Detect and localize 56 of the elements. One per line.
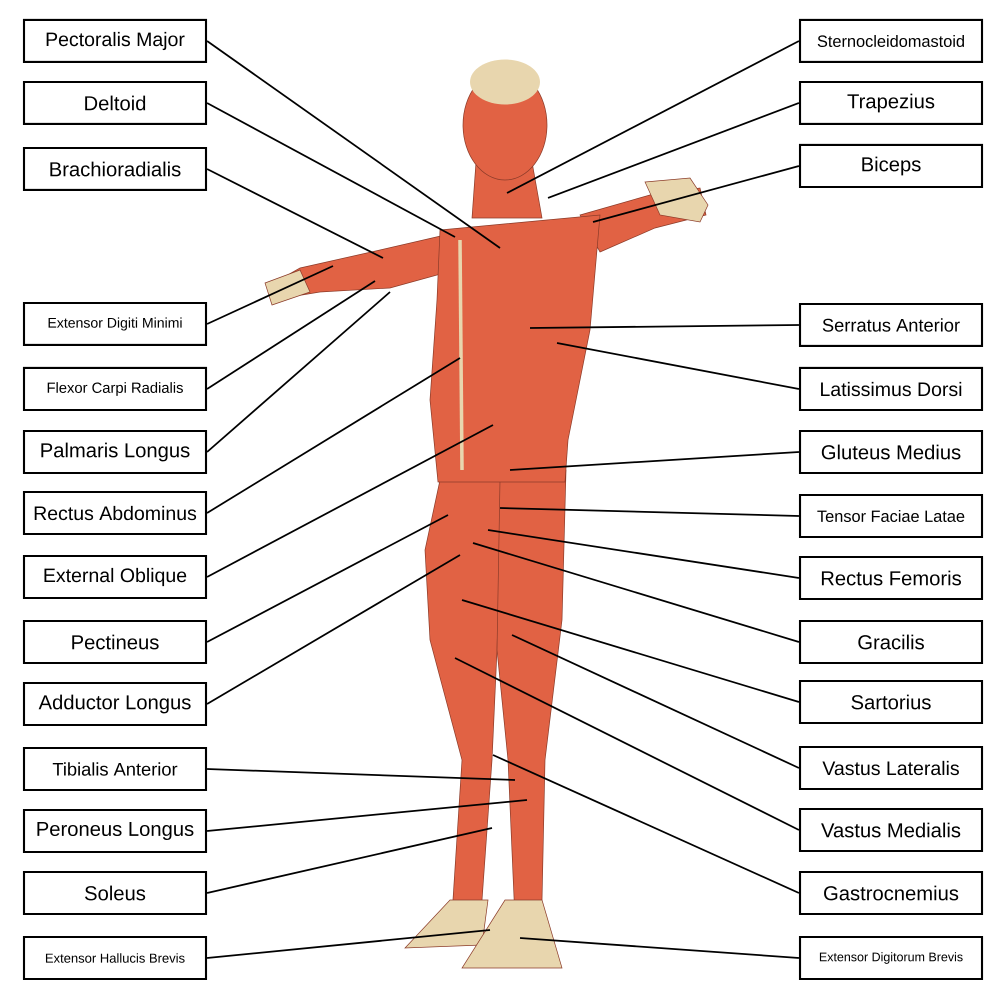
label-box: Gastrocnemius [798, 870, 984, 916]
leader-line [206, 291, 391, 453]
label-box: Tibialis Anterior [22, 746, 208, 792]
label-box: Tensor Faciae Latae [798, 494, 984, 538]
leader-line [206, 554, 460, 705]
label-box: Extensor Digiti Minimi [22, 302, 208, 346]
label-box: Brachioradialis [22, 146, 208, 192]
leader-line [206, 40, 501, 249]
label-box: Peroneus Longus [22, 808, 208, 854]
leader-line [548, 102, 800, 199]
leader-line [500, 507, 799, 517]
label-box: Trapezius [798, 80, 984, 126]
label-box: Extensor Digitorum Brevis [798, 936, 984, 980]
leader-line [206, 102, 456, 238]
leader-line [506, 40, 800, 194]
leader-line [206, 827, 492, 894]
label-box: Pectoralis Major [22, 18, 208, 64]
label-box: Soleus [22, 870, 208, 916]
label-box: Pectineus [22, 620, 208, 664]
leader-line [206, 265, 334, 325]
leader-line [510, 451, 800, 471]
leader-line [207, 768, 516, 781]
label-box: Rectus Abdominus [22, 490, 208, 536]
label-box: External Oblique [22, 554, 208, 600]
leader-line [462, 599, 800, 703]
leader-line [592, 165, 800, 223]
label-box: Palmaris Longus [22, 430, 208, 474]
label-box: Latissimus Dorsi [798, 366, 984, 412]
leader-line [492, 754, 800, 894]
leader-line [206, 357, 460, 514]
leader-line [206, 929, 490, 959]
label-box: Extensor Hallucis Brevis [22, 936, 208, 980]
label-box: Gluteus Medius [798, 430, 984, 474]
label-box: Rectus Femoris [798, 556, 984, 600]
leader-line [206, 424, 494, 578]
label-box: Adductor Longus [22, 682, 208, 726]
leader-line [454, 657, 800, 831]
leader-line [206, 280, 376, 390]
label-box: Vastus Medialis [798, 808, 984, 852]
label-box: Vastus Lateralis [798, 746, 984, 790]
leader-line [472, 542, 800, 643]
label-box: Serratus Anterior [798, 302, 984, 348]
label-box: Sternocleidomastoid [798, 18, 984, 64]
leader-line [520, 937, 800, 959]
leader-line [206, 514, 448, 643]
label-box: Sartorius [798, 680, 984, 724]
leader-line [206, 168, 384, 259]
leader-line [512, 634, 800, 769]
label-box: Gracilis [798, 620, 984, 664]
label-box: Deltoid [22, 80, 208, 126]
label-box: Biceps [798, 144, 984, 188]
leader-line [530, 324, 799, 329]
leader-line [206, 799, 528, 832]
leader-line [488, 529, 800, 579]
leader-line [556, 342, 800, 390]
label-box: Flexor Carpi Radialis [22, 366, 208, 412]
